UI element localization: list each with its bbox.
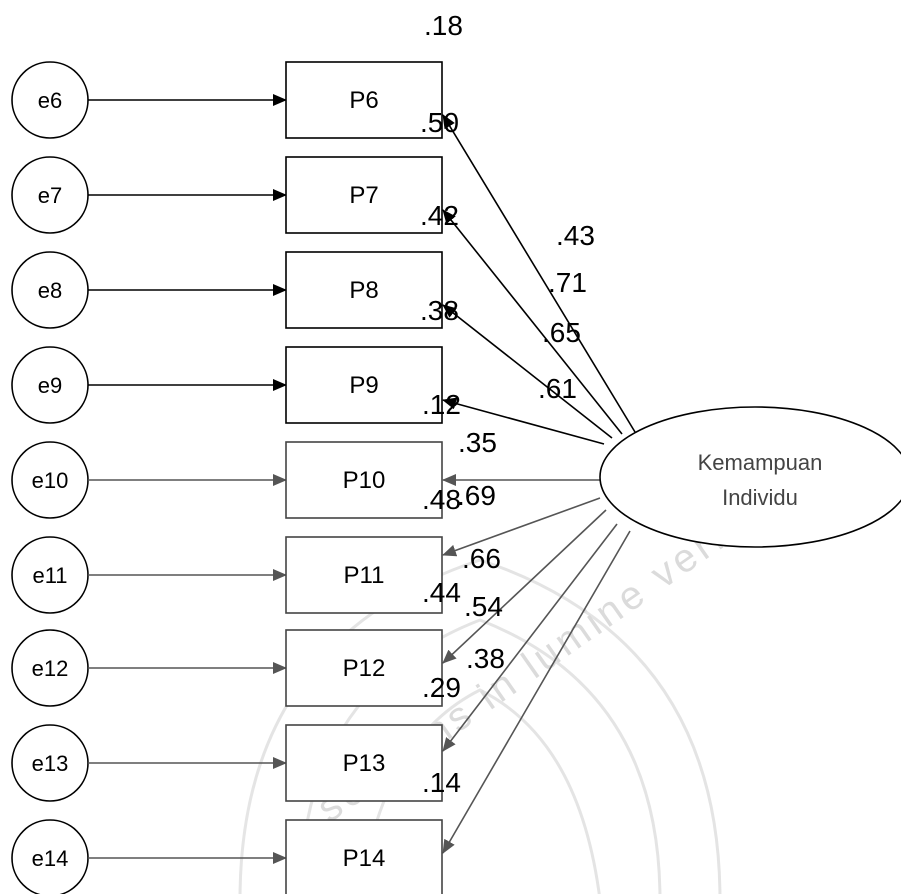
error-label: e6	[38, 88, 62, 113]
error-label: e14	[32, 846, 69, 871]
loading-arrow	[442, 497, 601, 557]
indicator-label: P12	[343, 655, 386, 682]
r-squared-label: .29	[422, 672, 461, 703]
indicator-box-p6	[285, 61, 443, 139]
indicator-label: P8	[349, 277, 378, 304]
loading-label: .54	[464, 591, 503, 622]
error-label: e12	[32, 656, 69, 681]
loading-label: .69	[457, 480, 496, 511]
indicator-label: P10	[343, 467, 386, 494]
indicator-row-p9: e9 P9 .12 .61	[11, 346, 605, 445]
loading-arrow	[442, 304, 613, 439]
indicator-label: P7	[349, 182, 378, 209]
error-label: e13	[32, 751, 69, 776]
loading-arrow	[442, 397, 605, 445]
r-squared-label: .14	[422, 767, 461, 798]
top-label: .18	[424, 10, 463, 41]
latent-variable: Kemampuan Individu	[599, 406, 901, 548]
loading-label: .61	[538, 373, 577, 404]
error-label: e9	[38, 373, 62, 398]
indicator-label: P13	[343, 750, 386, 777]
error-label: e8	[38, 278, 62, 303]
r-squared-label: .42	[420, 200, 459, 231]
indicator-row-p8: e8 P8 .38 .65	[11, 251, 613, 439]
indicator-label: P9	[349, 372, 378, 399]
indicator-label: P6	[349, 87, 378, 114]
r-squared-label: .50	[420, 107, 459, 138]
indicator-label: P11	[344, 562, 385, 589]
loading-label: .38	[466, 643, 505, 674]
loading-label: .66	[462, 543, 501, 574]
r-squared-label: .38	[420, 295, 459, 326]
indicator-row-p12: e12 P12 .29 .66	[11, 509, 607, 707]
indicator-group: e6 P6 .50 .43 e7 P7 .42 .71 e8 P8 .38 .65 e9 P9 .12 .61…	[11, 61, 636, 894]
error-label: e7	[38, 183, 62, 208]
loading-arrow	[442, 530, 631, 854]
indicator-row-p6: e6 P6 .50 .43	[11, 61, 636, 433]
loading-arrow	[442, 114, 636, 433]
indicator-box-p11	[285, 536, 443, 614]
indicator-row-p7: e7 P7 .42 .71	[11, 156, 623, 435]
error-label: e11	[32, 563, 67, 588]
indicator-row-p14: e14 P14 .38	[11, 530, 631, 894]
loading-arrow	[442, 523, 618, 752]
r-squared-label: .12	[422, 389, 461, 420]
indicator-label: P14	[343, 845, 386, 872]
latent-label-line1: Kemampuan	[698, 450, 823, 475]
indicator-row-p11: e11 P11 .44 .69	[11, 480, 601, 614]
error-label: e10	[32, 468, 69, 493]
indicator-row-p13: e13 P13 .14 .54	[11, 523, 618, 802]
indicator-box-p10	[285, 441, 443, 519]
indicator-box-p12	[285, 629, 443, 707]
loading-label: .71	[548, 267, 587, 298]
indicator-box-p14	[285, 819, 443, 894]
indicator-box-p9	[285, 346, 443, 424]
indicator-box-p8	[285, 251, 443, 329]
r-squared-label: .48	[422, 484, 461, 515]
loading-label: .43	[556, 220, 595, 251]
loading-arrow	[442, 209, 623, 435]
indicator-box-p13	[285, 724, 443, 802]
loading-label: .65	[542, 317, 581, 348]
indicator-box-p7	[285, 156, 443, 234]
indicator-row-p10: e10 P10 .48 .35	[11, 427, 601, 519]
latent-label-line2: Individu	[722, 485, 798, 510]
loading-label: .35	[458, 427, 497, 458]
loading-arrow	[442, 509, 607, 664]
r-squared-label: .44	[422, 577, 461, 608]
